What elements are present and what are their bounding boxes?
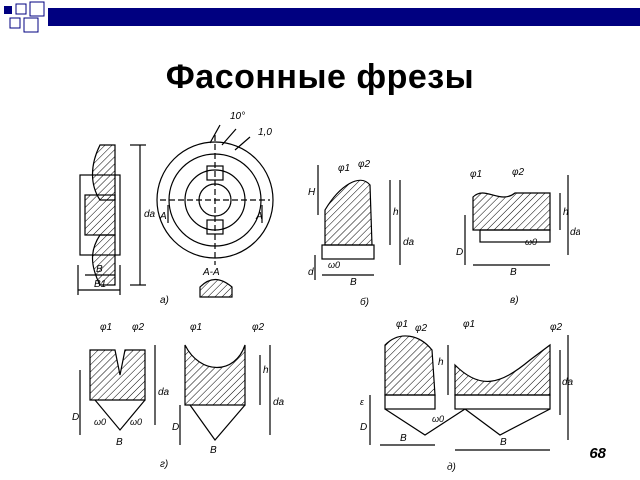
label-B: B — [96, 264, 103, 275]
panel-a-label: а) — [160, 295, 169, 306]
label-10deg: 10° — [230, 111, 245, 122]
label-da-v: da — [570, 227, 580, 238]
label-omega0-b: ω0 — [328, 260, 340, 270]
label-h-v: h — [563, 207, 569, 218]
deco-square — [9, 17, 21, 29]
label-B1: B1 — [94, 279, 106, 290]
label-da-b: da — [403, 237, 415, 248]
label-d-b: d — [308, 267, 314, 278]
decorative-header-bar — [4, 1, 640, 33]
label-phi2-b: φ2 — [358, 159, 371, 170]
label-da-g2: da — [273, 397, 285, 408]
panel-a-front-view — [156, 124, 274, 298]
panel-b-label: б) — [360, 296, 369, 308]
header-bar — [48, 8, 640, 26]
label-da-d: da — [562, 377, 574, 388]
label-D-v: D — [456, 247, 463, 258]
label-section-mark-left: A — [159, 211, 167, 222]
label-da-g: da — [158, 387, 170, 398]
technical-drawing: B B1 da 10° 1,0 A A A-A а) — [72, 111, 580, 473]
deco-square — [29, 1, 45, 17]
label-phi1-d: φ1 — [396, 319, 408, 330]
label-omega0-v: ω0 — [525, 237, 537, 247]
label-phi1-b: φ1 — [338, 163, 350, 174]
label-B-d: B — [400, 433, 407, 444]
panel-v — [464, 175, 569, 266]
panel-b — [314, 165, 401, 280]
label-section: A-A — [202, 267, 220, 278]
label-phi1-d2: φ1 — [463, 319, 475, 330]
label-B-v: B — [510, 267, 517, 278]
panel-d-label: д) — [447, 462, 456, 473]
deco-square — [15, 3, 27, 15]
panel-g — [79, 344, 271, 445]
label-phi2-v: φ2 — [512, 167, 525, 178]
label-omega0-g1: ω0 — [94, 417, 106, 427]
label-B-b: B — [350, 277, 357, 288]
label-D-d: D — [360, 422, 367, 433]
label-section-mark-right: A — [255, 211, 263, 222]
panel-d — [369, 335, 569, 451]
label-D-g: D — [72, 412, 79, 423]
label-B-d2: B — [500, 437, 507, 448]
label-phi1-g: φ1 — [100, 322, 112, 333]
panel-v-label: в) — [510, 295, 519, 306]
label-phi2-d: φ2 — [415, 323, 428, 334]
label-da-a: da — [144, 209, 156, 220]
label-h-d: h — [438, 357, 444, 368]
label-e-d: ε — [360, 397, 365, 407]
label-h-b: h — [393, 207, 399, 218]
label-phi2-g: φ2 — [132, 322, 145, 333]
page-number: 68 — [589, 445, 606, 462]
deco-square — [4, 6, 12, 14]
label-omega0-g2: ω0 — [130, 417, 142, 427]
label-chamfer: 1,0 — [258, 127, 272, 138]
panel-g-label: г) — [160, 459, 168, 470]
label-phi1-v: φ1 — [470, 169, 482, 180]
label-B-g2: B — [210, 445, 217, 456]
label-B-g: B — [116, 437, 123, 448]
label-phi2-g2: φ2 — [252, 322, 265, 333]
label-phi2-d2: φ2 — [550, 322, 563, 333]
label-h-g: h — [263, 365, 269, 376]
label-omega0-d: ω0 — [432, 414, 444, 424]
label-phi1-g2: φ1 — [190, 322, 202, 333]
panel-a-side-view — [77, 144, 146, 295]
deco-square — [23, 17, 39, 33]
slide-title: Фасонные фрезы — [165, 58, 475, 96]
label-D-g2: D — [172, 422, 179, 433]
label-H-b: H — [308, 187, 316, 198]
